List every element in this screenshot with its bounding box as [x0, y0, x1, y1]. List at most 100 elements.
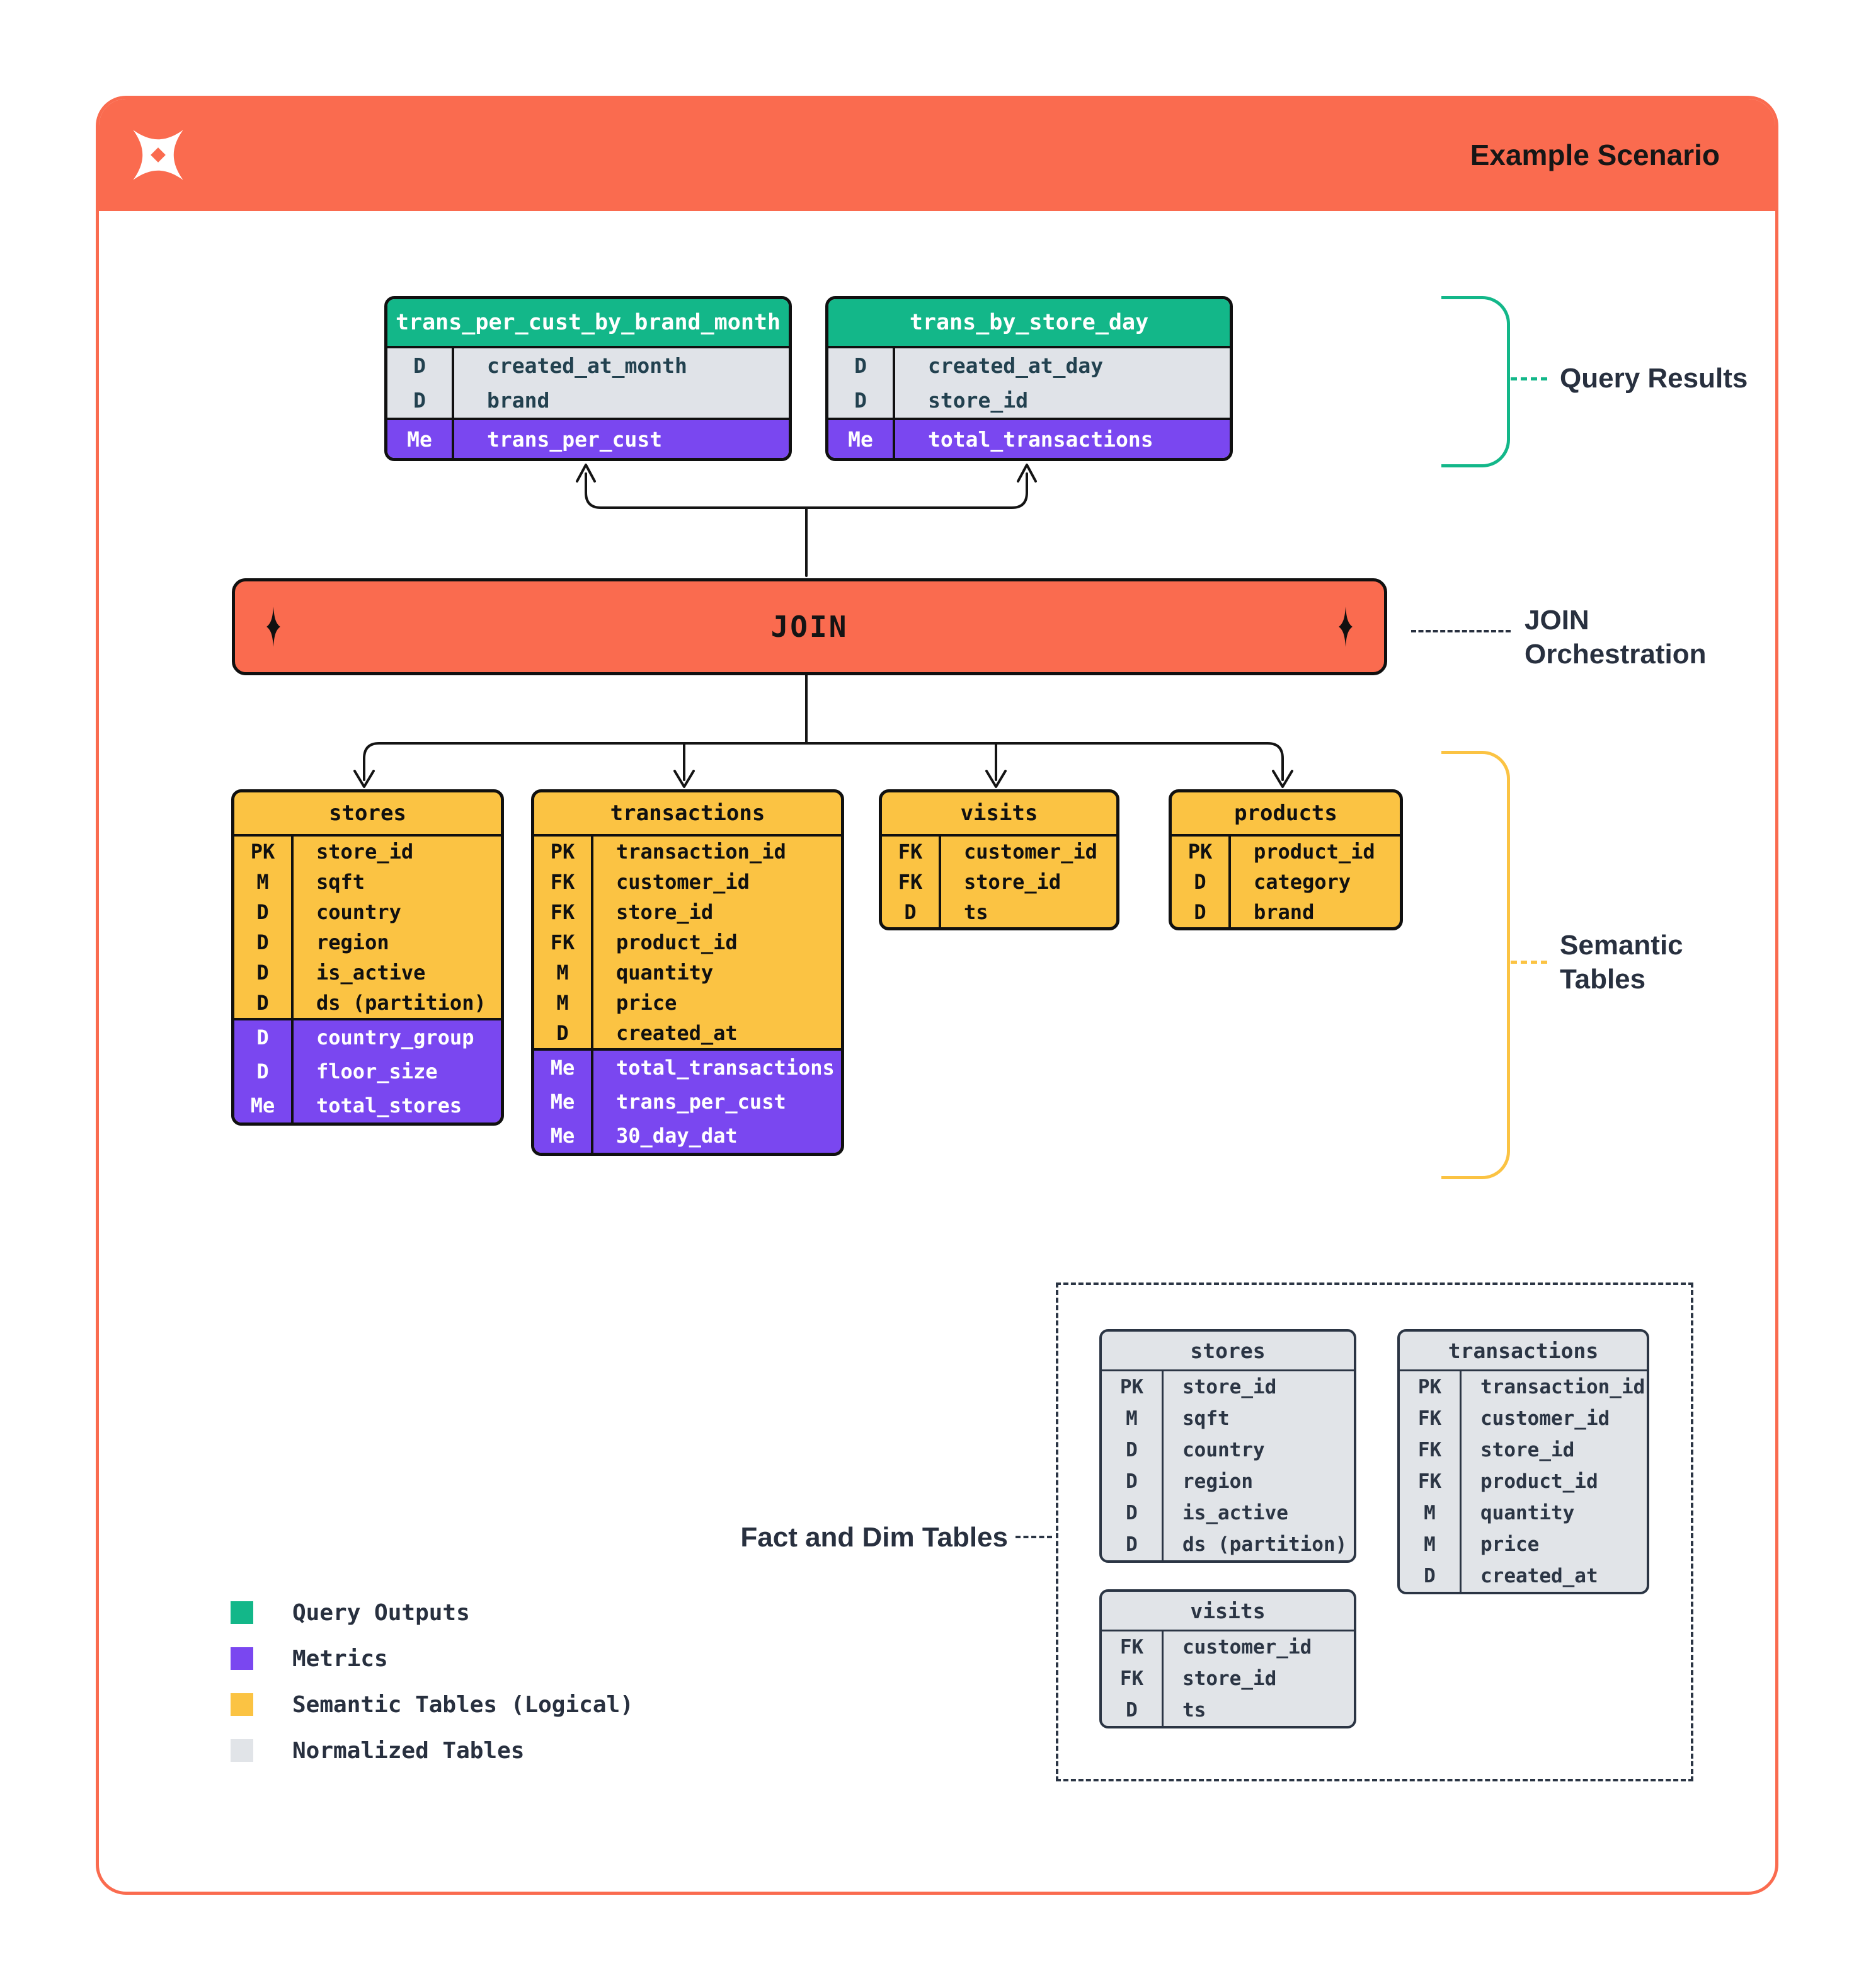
field-key: D — [256, 961, 269, 985]
field-key: FK — [550, 870, 575, 894]
field-key: Me — [550, 1090, 575, 1114]
legend-swatch-green — [231, 1601, 253, 1624]
field-name: product_id — [1228, 837, 1400, 867]
table-row: D created_at_day — [828, 348, 1230, 383]
legend-label: Semantic Tables (Logical) — [292, 1691, 634, 1718]
join-orchestration-dash — [1411, 630, 1511, 632]
field-key: D — [413, 388, 426, 413]
field-name: quantity — [591, 957, 841, 988]
table-title: trans_by_store_day — [828, 299, 1230, 348]
field-key: D — [413, 353, 426, 378]
query-results-bracket — [1441, 296, 1510, 467]
legend-item-query-outputs: Query Outputs — [231, 1599, 470, 1626]
field-name: country_group — [291, 1020, 501, 1054]
field-name: quantity — [1460, 1497, 1647, 1529]
field-key: FK — [898, 870, 923, 894]
field-name: transaction_id — [1460, 1371, 1647, 1403]
field-name: brand — [452, 383, 789, 418]
table-title: transactions — [534, 792, 841, 837]
legend-item-metrics: Metrics — [231, 1645, 388, 1672]
field-key: FK — [1417, 1470, 1442, 1493]
semantic-tables-dash — [1511, 961, 1547, 964]
metrics-section: Me total_transactions — [828, 418, 1230, 458]
field-name: customer_id — [1162, 1631, 1354, 1663]
field-key: FK — [1119, 1636, 1144, 1659]
legend-label: Normalized Tables — [292, 1737, 525, 1764]
field-name: region — [1162, 1466, 1354, 1497]
metrics-section: Me trans_per_cust — [387, 418, 789, 458]
field-name: trans_per_cust — [452, 420, 789, 458]
field-name: is_active — [291, 957, 501, 988]
fact-dim-tables-box — [1056, 1282, 1693, 1781]
field-key: D — [256, 1060, 269, 1083]
title-bar: Example Scenario — [99, 99, 1775, 211]
field-key: M — [256, 870, 269, 894]
field-name: total_transactions — [591, 1051, 841, 1085]
semantic-tables-label: Semantic Tables — [1560, 930, 1683, 995]
field-name: product_id — [1460, 1466, 1647, 1497]
field-key: PK — [550, 840, 575, 864]
table-title: stores — [234, 792, 501, 837]
join-label: JOIN — [770, 610, 849, 644]
field-key: PK — [1187, 840, 1213, 864]
table-row: D brand — [387, 383, 789, 418]
query-results-label: Query Results — [1560, 363, 1748, 394]
table-title: stores — [1102, 1332, 1354, 1371]
field-name: brand — [1228, 897, 1400, 927]
field-key: D — [1194, 900, 1206, 924]
field-key: D — [256, 991, 269, 1015]
field-name: store_id — [1162, 1663, 1354, 1694]
field-key: M — [556, 961, 569, 985]
field-name: customer_id — [939, 837, 1116, 867]
field-name: is_active — [1162, 1497, 1354, 1529]
table-row: Me total_transactions — [828, 420, 1230, 458]
four-point-star-logo-icon — [133, 130, 183, 180]
field-key: D — [854, 353, 867, 378]
legend-swatch-gray — [231, 1739, 253, 1762]
field-name: country — [291, 897, 501, 927]
diamond-icon — [266, 607, 280, 647]
field-key: PK — [1417, 1376, 1442, 1398]
legend-label: Metrics — [292, 1645, 388, 1672]
field-key: Me — [407, 426, 432, 452]
query-results-dash — [1511, 377, 1547, 380]
table-row: D store_id — [828, 383, 1230, 418]
field-key: M — [556, 991, 569, 1015]
legend-label: Query Outputs — [292, 1599, 470, 1626]
field-name: store_id — [1460, 1434, 1647, 1466]
field-key: D — [1126, 1533, 1138, 1556]
field-name: ts — [1162, 1694, 1354, 1726]
field-name: product_id — [591, 927, 841, 957]
field-key: D — [1194, 870, 1206, 894]
field-key: M — [1424, 1502, 1436, 1524]
field-key: FK — [550, 900, 575, 924]
field-key: D — [256, 930, 269, 954]
field-name: transaction_id — [591, 837, 841, 867]
field-name: total_transactions — [893, 420, 1230, 458]
field-name: price — [1460, 1529, 1647, 1560]
field-name: ts — [939, 897, 1116, 927]
join-orchestration-label: JOIN Orchestration — [1525, 605, 1707, 670]
field-key: D — [1126, 1439, 1138, 1461]
legend-swatch-purple — [231, 1647, 253, 1670]
field-key: D — [854, 388, 867, 413]
field-key: D — [1424, 1565, 1436, 1587]
field-key: Me — [550, 1056, 575, 1080]
field-key: M — [1424, 1533, 1436, 1556]
table-row: D created_at_month — [387, 348, 789, 383]
field-key: D — [1126, 1470, 1138, 1493]
field-name: created_at_month — [452, 348, 789, 383]
field-name: store_id — [591, 897, 841, 927]
table-title: trans_per_cust_by_brand_month — [387, 299, 789, 348]
field-name: created_at — [1460, 1560, 1647, 1592]
field-key: FK — [550, 930, 575, 954]
field-name: trans_per_cust — [591, 1085, 841, 1119]
